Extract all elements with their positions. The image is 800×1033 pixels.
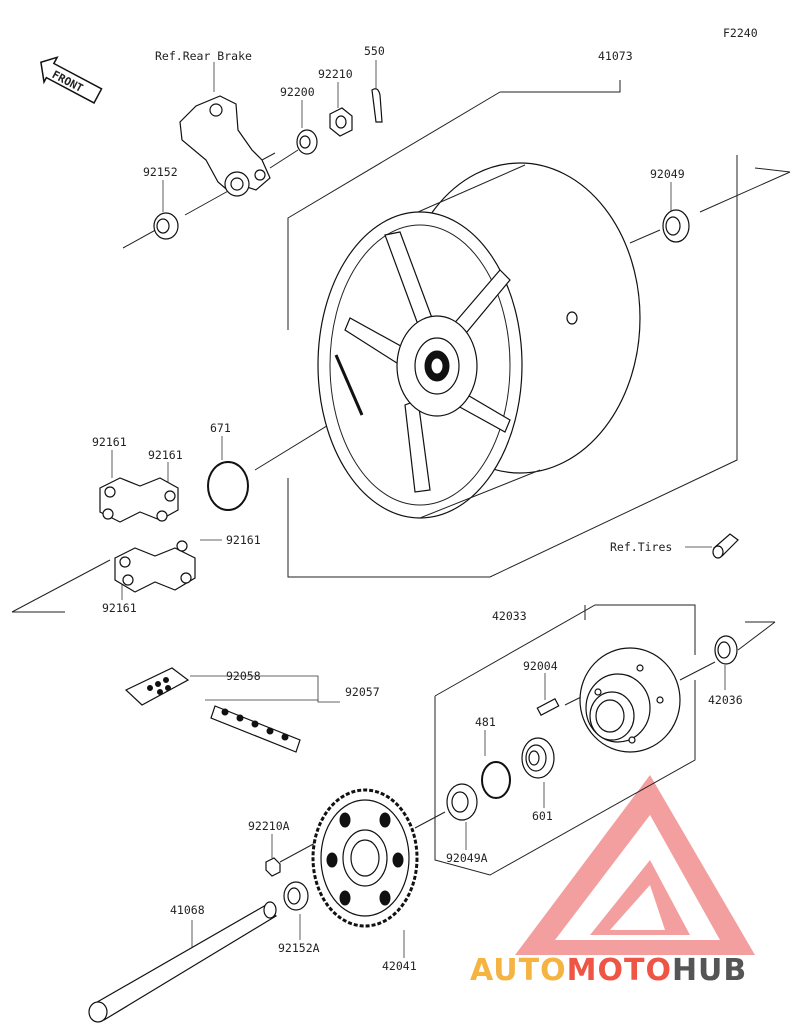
rear-wheel-41073	[317, 162, 641, 519]
bearing-92049	[662, 209, 690, 243]
label-42033: 42033	[492, 609, 527, 623]
label-92049: 92049	[650, 167, 685, 181]
brake-caliper-bracket	[179, 95, 276, 197]
label-550: 550	[364, 44, 385, 58]
collar-42036	[714, 635, 738, 665]
label-ref-tires: Ref.Tires	[610, 540, 672, 554]
hub-damper-92161-lower	[114, 540, 196, 593]
label-92152a: 92152A	[278, 941, 320, 955]
label-671: 671	[210, 421, 231, 435]
collar-92152a	[283, 881, 309, 911]
watermark-logo	[515, 775, 755, 955]
nut-92210	[329, 107, 353, 137]
circlip-481	[481, 761, 511, 799]
sprocket-coupling-42033	[579, 647, 681, 753]
part-labels: Ref.Rear Brake 550 92210 92200 41073 921…	[92, 44, 743, 973]
hub-damper-92161-upper	[99, 477, 179, 523]
label-601: 601	[532, 809, 553, 823]
tire-valve-icon	[712, 533, 739, 559]
drive-chain-92057	[210, 705, 301, 753]
label-92161-c: 92161	[226, 533, 261, 547]
collar-92152	[153, 212, 179, 240]
watermark-part2: MOTO	[567, 953, 672, 988]
label-92161-b: 92161	[148, 448, 183, 462]
label-92057: 92057	[345, 685, 380, 699]
leader-lines	[11, 60, 791, 958]
axle-41068	[88, 901, 277, 1023]
front-arrow-icon: FRONT	[40, 56, 103, 104]
label-92200: 92200	[280, 85, 315, 99]
watermark-part3: HUB	[672, 953, 747, 988]
label-92161-d: 92161	[102, 601, 137, 615]
nut-92210a	[265, 857, 281, 877]
label-92210: 92210	[318, 67, 353, 81]
figure-code: F2240	[723, 26, 758, 40]
label-92161-a: 92161	[92, 435, 127, 449]
bearing-601	[521, 737, 555, 779]
stud-92004	[536, 697, 560, 717]
oil-seal-92049a	[446, 783, 478, 821]
o-ring-671	[207, 461, 249, 511]
label-41068: 41068	[170, 903, 205, 917]
chain-joint-92058	[124, 667, 190, 706]
label-481: 481	[475, 715, 496, 729]
label-92152: 92152	[143, 165, 178, 179]
label-92004: 92004	[523, 659, 558, 673]
rear-sprocket-42041	[311, 788, 419, 928]
watermark-part1: AUTO	[470, 953, 567, 988]
label-92210a: 92210A	[248, 819, 290, 833]
washer-92200	[296, 129, 318, 155]
label-41073: 41073	[598, 49, 633, 63]
label-92058: 92058	[226, 669, 261, 683]
watermark-text: AUTOMOTOHUB	[470, 953, 747, 988]
label-42041: 42041	[382, 959, 417, 973]
label-42036: 42036	[708, 693, 743, 707]
label-92049a: 92049A	[446, 851, 488, 865]
cotter-pin-550	[371, 88, 383, 123]
label-ref-rear-brake: Ref.Rear Brake	[155, 49, 252, 63]
